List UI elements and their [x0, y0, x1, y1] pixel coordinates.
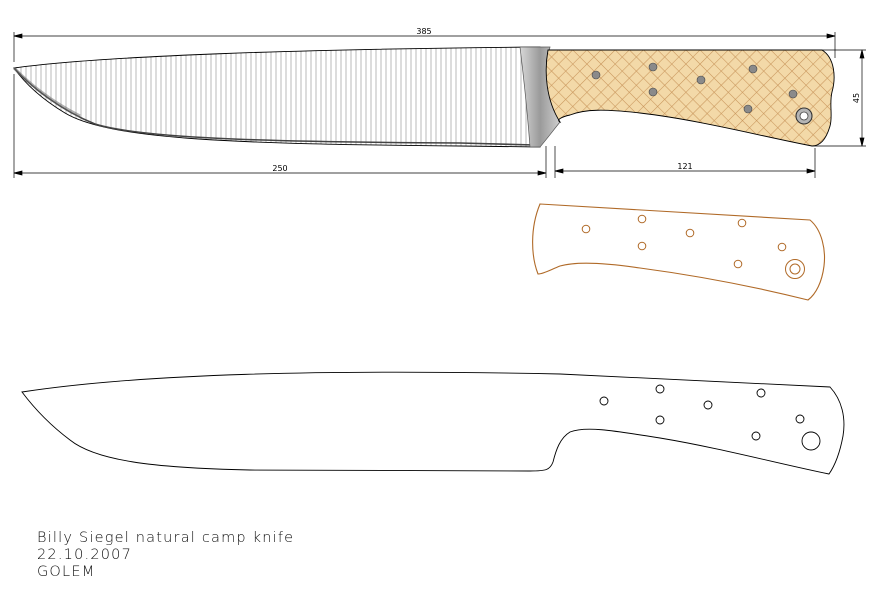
dimension-lines — [13, 32, 866, 178]
pin-icon — [591, 70, 601, 80]
pin-hole-icon — [703, 400, 713, 410]
pin-icon — [743, 104, 753, 114]
blade-profile-template — [21, 371, 845, 475]
assembled-knife — [12, 46, 835, 148]
handle-scale-outline — [532, 203, 826, 301]
handle-scale-assembled — [545, 49, 835, 147]
pin-hole-icon — [777, 242, 787, 252]
handle-scale-template — [532, 203, 826, 301]
pin-icon — [748, 64, 758, 74]
caption-date: 22.10.2007 — [37, 547, 133, 563]
dim-blade-length: 250 — [272, 164, 287, 173]
pin-hole-icon — [581, 224, 591, 234]
pin-hole-icon — [733, 259, 743, 269]
blade-profile-outline — [21, 371, 845, 475]
pin-icon — [648, 62, 658, 72]
dim-handle-length: 121 — [677, 162, 692, 171]
blade-assembled — [13, 46, 541, 148]
pin-hole-icon — [655, 415, 665, 425]
pin-hole-icon — [756, 388, 766, 398]
dim-overall-length: 385 — [416, 27, 431, 36]
pin-hole-icon — [637, 214, 647, 224]
pin-hole-icon — [599, 396, 609, 406]
caption-block: Billy Siegel natural camp knife 22.10.20… — [37, 530, 294, 581]
pin-hole-icon — [685, 228, 695, 238]
handle-pins-assembled — [591, 62, 813, 125]
pin-hole-icon — [637, 241, 647, 251]
dim-handle-height: 45 — [852, 93, 861, 103]
pin-icon — [696, 75, 706, 85]
pin-hole-icon — [751, 431, 761, 441]
pin-icon — [648, 87, 658, 97]
pin-hole-icon — [655, 384, 665, 394]
caption-author: GOLEM — [37, 564, 96, 580]
lanyard-hole-icon — [801, 431, 821, 451]
pin-icon — [788, 89, 798, 99]
pin-hole-icon — [795, 414, 805, 424]
caption-title: Billy Siegel natural camp knife — [37, 530, 295, 546]
pin-hole-icon — [737, 218, 747, 228]
